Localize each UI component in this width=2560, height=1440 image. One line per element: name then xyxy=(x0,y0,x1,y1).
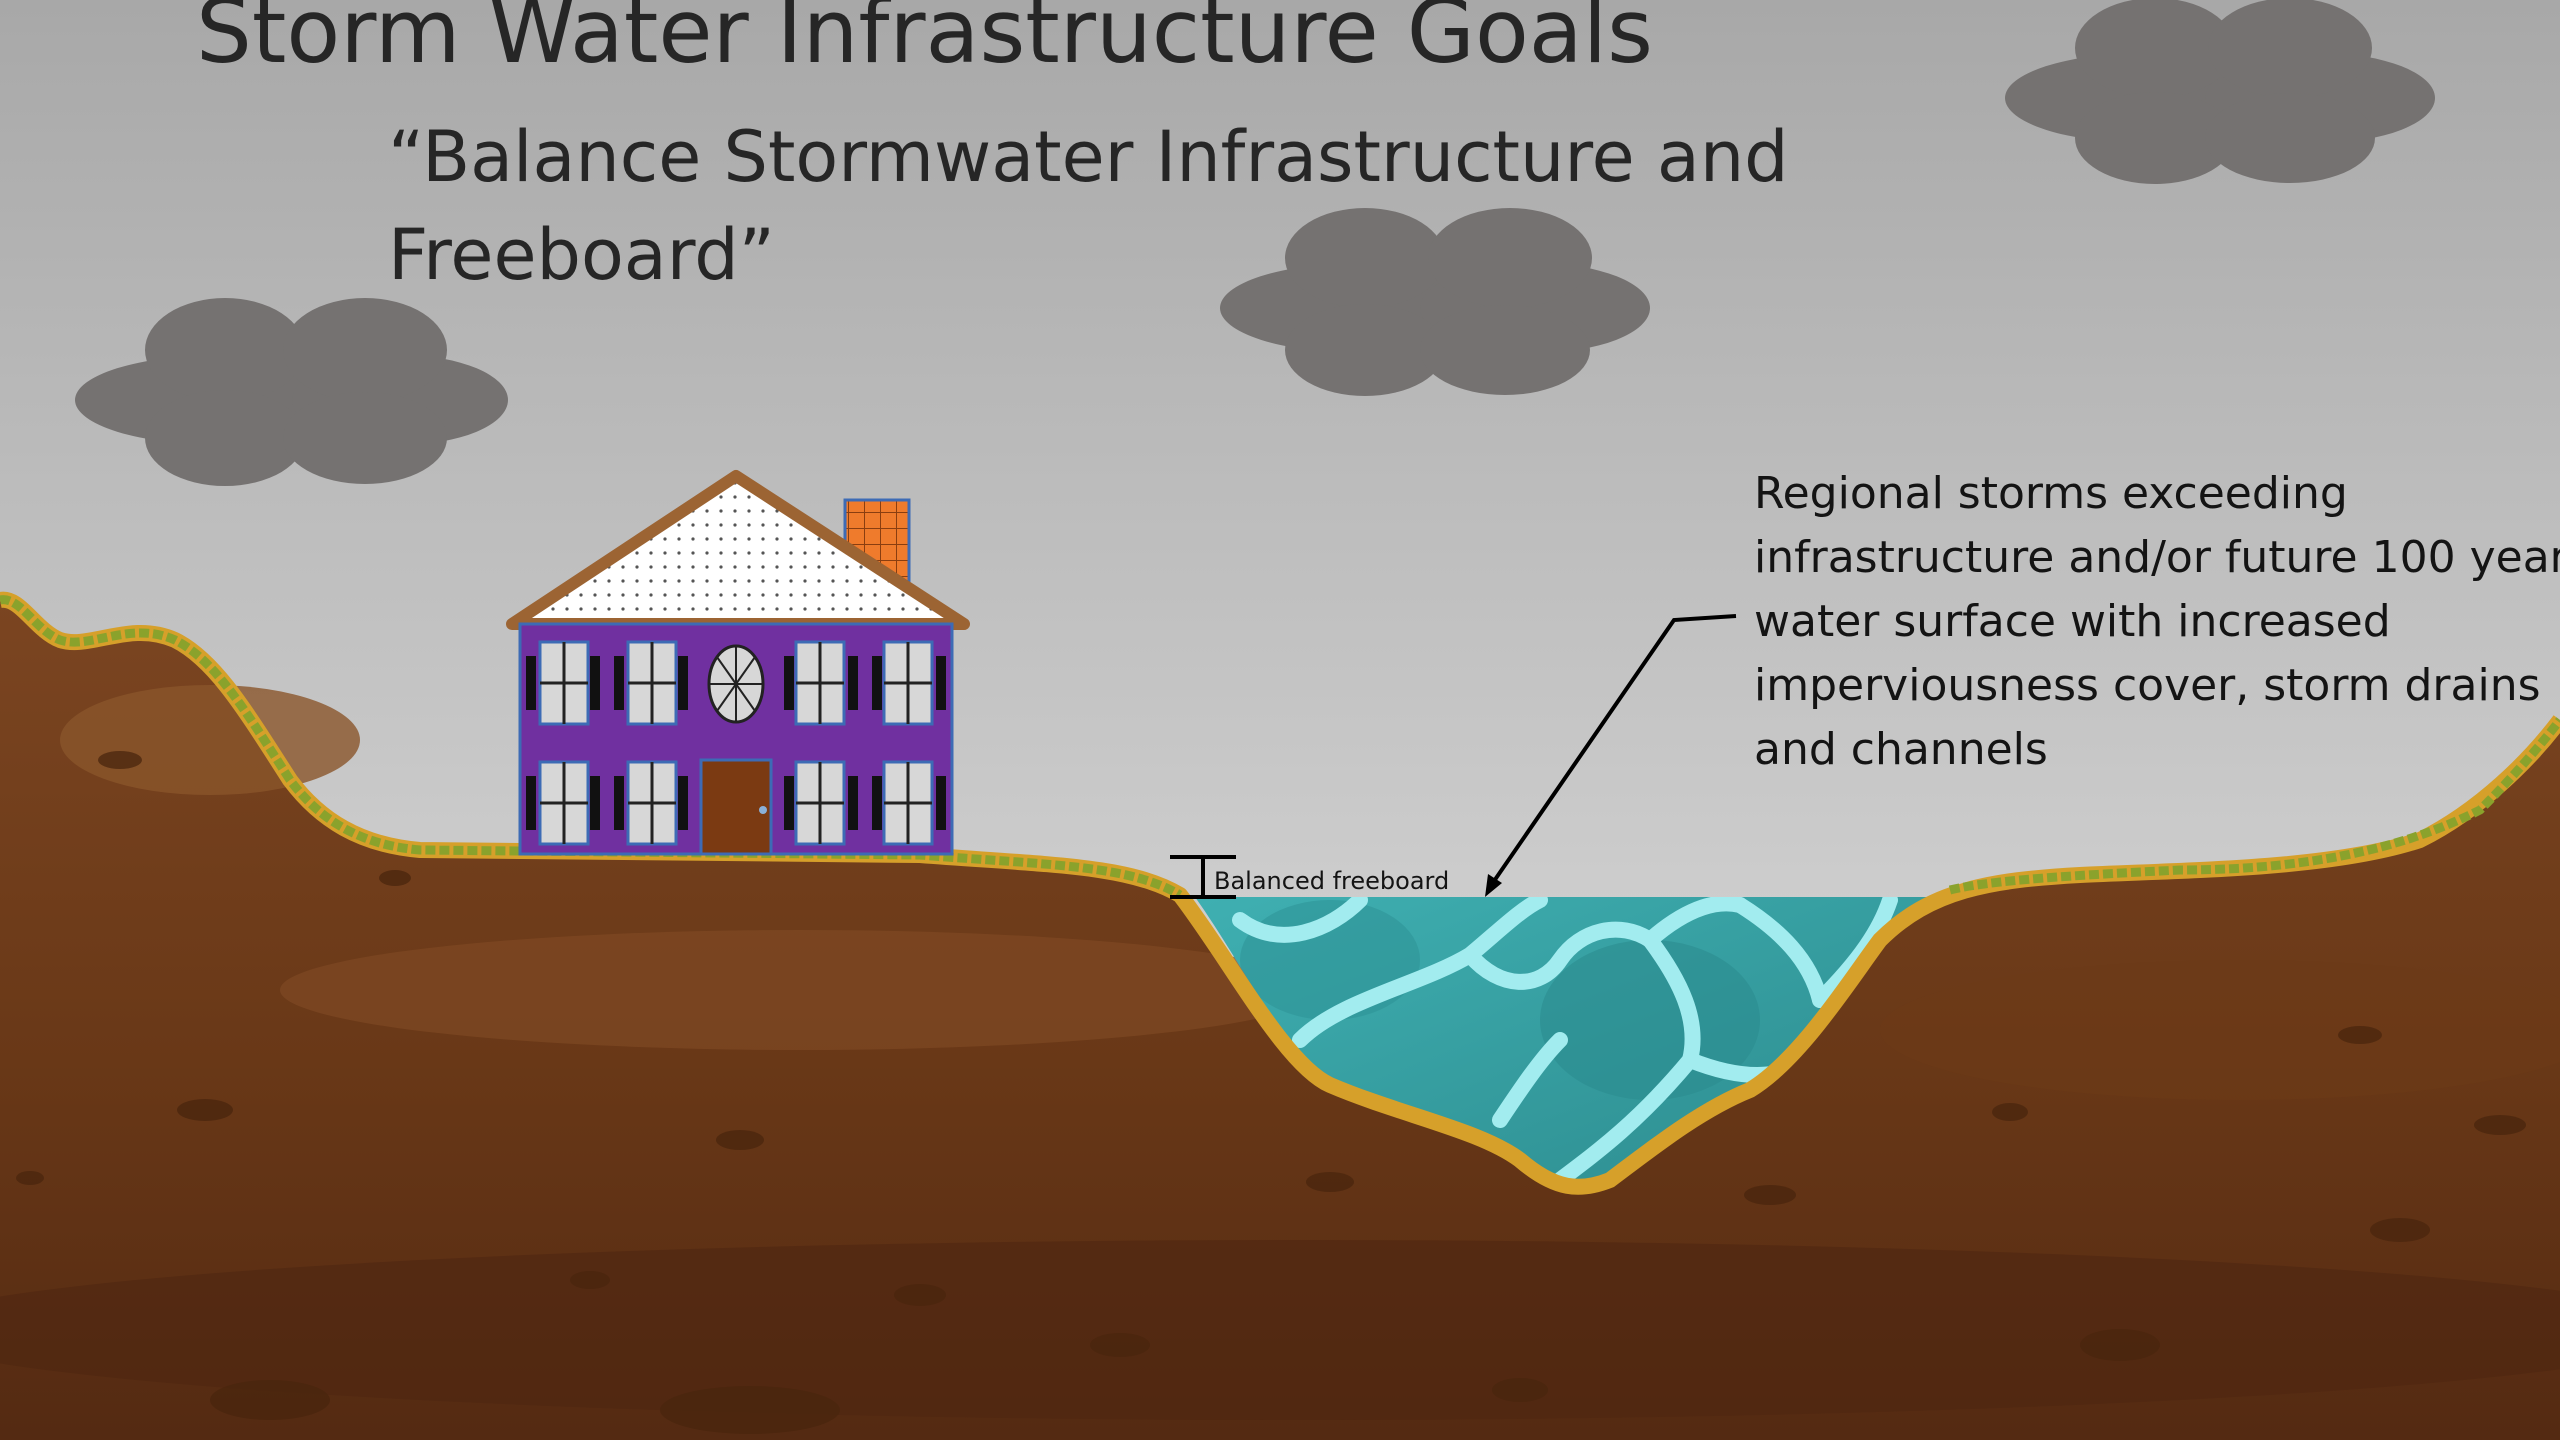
callout-arrow-icon xyxy=(1485,614,1737,897)
door xyxy=(699,758,773,856)
window xyxy=(794,760,846,846)
callout-line: water surface with increased xyxy=(1754,596,2391,647)
freeboard-marker-icon xyxy=(1170,855,1236,899)
grass-strip xyxy=(0,595,2560,899)
window xyxy=(882,640,934,726)
window xyxy=(538,640,590,726)
window xyxy=(794,640,846,726)
cloud-icon xyxy=(75,298,508,486)
subtitle-line: “Balance Stormwater Infrastructure and xyxy=(388,116,1789,198)
slide-subtitle: “Balance Stormwater Infrastructure and F… xyxy=(388,108,1789,304)
house-icon xyxy=(506,470,970,856)
slide-title: Storm Water Infrastructure Goals xyxy=(196,0,1654,83)
subtitle-line: Freeboard” xyxy=(388,214,775,296)
ground xyxy=(0,599,2560,1440)
cloud-icon xyxy=(2005,0,2435,184)
callout-text: Regional storms exceeding infrastructure… xyxy=(1754,462,2560,782)
callout-line: infrastructure and/or future 100 year xyxy=(1754,532,2560,583)
callout-line: imperviousness cover, storm drains xyxy=(1754,660,2541,711)
callout-line: and channels xyxy=(1754,724,2048,775)
window xyxy=(626,640,678,726)
window xyxy=(626,760,678,846)
window xyxy=(538,760,590,846)
freeboard-label: Balanced freeboard xyxy=(1214,867,1450,895)
round-window xyxy=(707,644,765,724)
window xyxy=(882,760,934,846)
cloud-icon xyxy=(1220,208,1650,396)
callout-line: Regional storms exceeding xyxy=(1754,468,2348,519)
